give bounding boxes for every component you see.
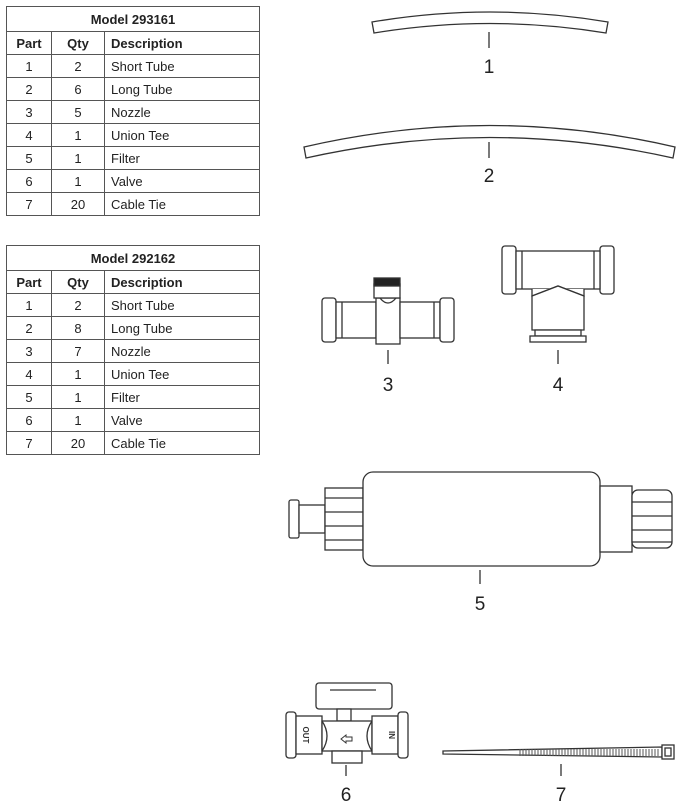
- valve-drawing: OUT IN: [285, 682, 409, 764]
- description: Short Tube: [104, 293, 260, 317]
- part-number: 3: [6, 339, 52, 363]
- description: Union Tee: [104, 362, 260, 386]
- part-number: 7: [6, 431, 52, 455]
- cable-tie-drawing: [442, 744, 675, 760]
- callout-number-3: 3: [383, 375, 394, 396]
- out-mark: OUT: [301, 727, 310, 744]
- nozzle-drawing: [321, 277, 455, 345]
- column-header-part: Part: [6, 31, 52, 55]
- column-header-part: Part: [6, 270, 52, 294]
- quantity: 7: [51, 339, 105, 363]
- callout-number-4: 4: [553, 375, 564, 396]
- in-mark: IN: [387, 731, 396, 739]
- short-tube-drawing: [371, 11, 609, 34]
- description: Cable Tie: [104, 431, 260, 455]
- callout-number-1: 1: [484, 57, 495, 78]
- quantity: 20: [51, 192, 105, 216]
- quantity: 1: [51, 408, 105, 432]
- callout-number-5: 5: [475, 594, 486, 615]
- table-title: Model 293161: [6, 6, 260, 32]
- table-title: Model 292162: [6, 245, 260, 271]
- part-number: 7: [6, 192, 52, 216]
- part-number: 5: [6, 385, 52, 409]
- long-tube-drawing: [303, 124, 676, 159]
- description: Short Tube: [104, 54, 260, 78]
- part-number: 4: [6, 123, 52, 147]
- part-number: 4: [6, 362, 52, 386]
- description: Cable Tie: [104, 192, 260, 216]
- callout-number-2: 2: [484, 166, 495, 187]
- filter-drawing: [288, 471, 673, 567]
- column-header-description: Description: [104, 31, 260, 55]
- column-header-qty: Qty: [51, 270, 105, 294]
- quantity: 1: [51, 123, 105, 147]
- union-tee-drawing: [501, 245, 615, 343]
- callout-number-7: 7: [556, 785, 567, 805]
- callout-number-6: 6: [341, 785, 352, 805]
- part-number: 5: [6, 146, 52, 170]
- description: Union Tee: [104, 123, 260, 147]
